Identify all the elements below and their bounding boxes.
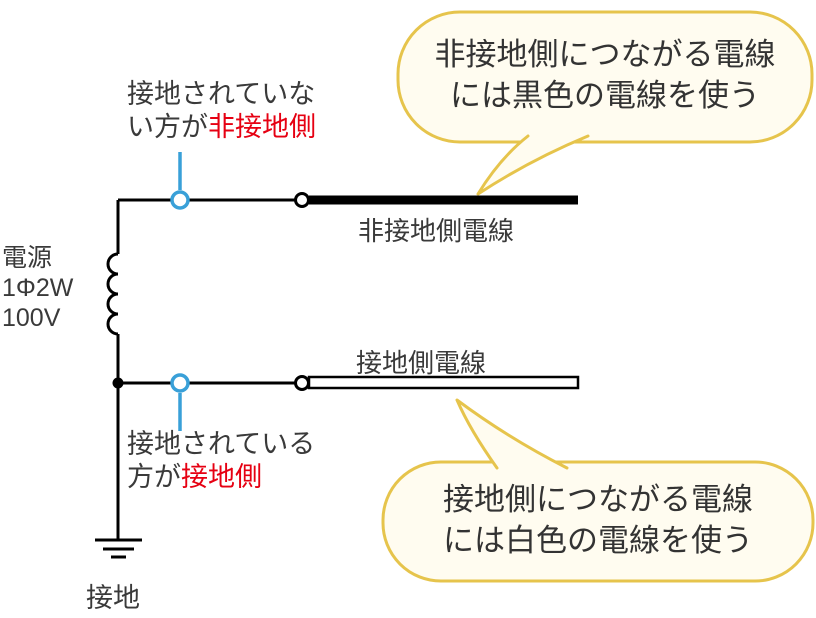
power-source-phase: 1Φ2W (2, 274, 74, 302)
callout-bottom-line2: には白色の電線を使う (443, 522, 753, 558)
ungrounded-annotation-line2: い方が非接地側 (127, 111, 316, 144)
ground-symbol (95, 538, 142, 559)
ungrounded-annotation-line1: 接地されていな (127, 79, 316, 109)
power-source-voltage: 100V (2, 304, 61, 332)
grounded-wire-label: 接地側電線 (356, 348, 487, 378)
grounded-annotation: 接地されている 方が接地側 (127, 428, 315, 494)
grounded-annotation-line1: 接地されている (127, 429, 316, 459)
ungrounded-annotation-plain: い方が (127, 112, 208, 142)
marker-circle-bottom (170, 373, 190, 393)
callout-bottom-line1: 接地側につながる電線 (443, 481, 753, 517)
grounded-annotation-red: 接地側 (181, 462, 262, 492)
callout-bubble-top-body (396, 10, 814, 144)
callout-bottom: 接地側につながる電線 には白色の電線を使う (383, 459, 813, 580)
terminal-circle-top (294, 192, 310, 208)
callout-top: 非接地側につながる電線 には黒色の電線を使う (398, 10, 812, 140)
callout-top-line1: 非接地側につながる電線 (434, 37, 776, 72)
ground-label: 接地 (86, 583, 140, 613)
terminal-circle-bottom (294, 375, 310, 391)
power-source-name: 電源 (2, 244, 53, 272)
callout-bubble-bottom-tail (455, 398, 569, 470)
ungrounded-annotation-red: 非接地側 (208, 112, 316, 142)
marker-circle-top (170, 190, 190, 210)
junction-dot (112, 377, 124, 389)
circuit (95, 192, 580, 559)
callout-bubble-top (396, 10, 814, 196)
ungrounded-wire-label: 非接地側電線 (358, 216, 515, 246)
ungrounded-annotation: 接地されていな い方が非接地側 (127, 78, 316, 144)
callout-bubble-top-tail (476, 134, 590, 196)
callout-bubble-bottom-body (381, 460, 815, 583)
grounded-annotation-plain: 方が (127, 462, 181, 492)
grounded-annotation-line2: 方が接地側 (127, 461, 315, 494)
marker-group (170, 152, 190, 431)
power-source-label: 電源 1Φ2W 100V (2, 243, 73, 333)
coil-symbol (106, 252, 119, 336)
callout-bubble-bottom (381, 398, 815, 583)
callout-top-line2: には黒色の電線を使う (450, 78, 760, 113)
